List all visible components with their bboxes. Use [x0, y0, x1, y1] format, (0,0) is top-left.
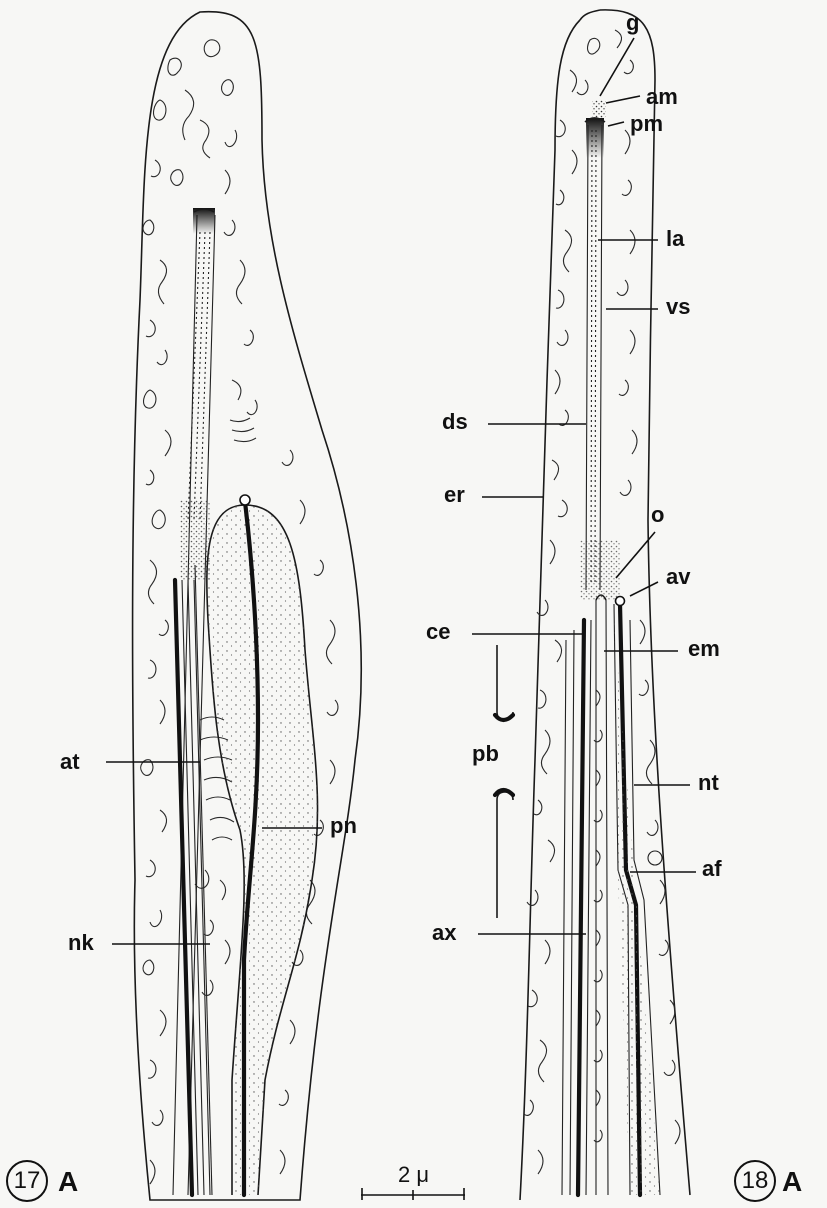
fig18-number: 18: [734, 1160, 776, 1202]
label-am: am: [646, 86, 678, 108]
fig18-nucleus-axoneme: [562, 595, 660, 1195]
label-pn: pn: [330, 815, 357, 837]
fig18-polar-body: [495, 645, 513, 918]
label-af: af: [702, 858, 722, 880]
label-nt: nt: [698, 772, 719, 794]
label-g: g: [626, 12, 639, 34]
scale-bar-label: 2 μ: [398, 1164, 429, 1186]
fig17-nucleus: [207, 495, 318, 1195]
label-at: at: [60, 751, 80, 773]
label-pm: pm: [630, 113, 663, 135]
label-nk: nk: [68, 932, 94, 954]
fig18-cell: [520, 10, 690, 1200]
fig18-panel-letter: A: [782, 1166, 802, 1198]
label-o: o: [651, 504, 664, 526]
leader-lines: [106, 38, 696, 944]
label-ce: ce: [426, 621, 450, 643]
label-ds: ds: [442, 411, 468, 433]
fig17-number: 17: [6, 1160, 48, 1202]
label-er: er: [444, 484, 465, 506]
label-em: em: [688, 638, 720, 660]
label-pb: pb: [472, 743, 499, 765]
label-la: la: [666, 228, 684, 250]
label-ax: ax: [432, 922, 456, 944]
fig17-panel-letter: A: [58, 1166, 78, 1198]
label-vs: vs: [666, 296, 690, 318]
scale-bar: [361, 1188, 465, 1200]
label-av: av: [666, 566, 690, 588]
fig18-acrosome: [580, 100, 620, 600]
